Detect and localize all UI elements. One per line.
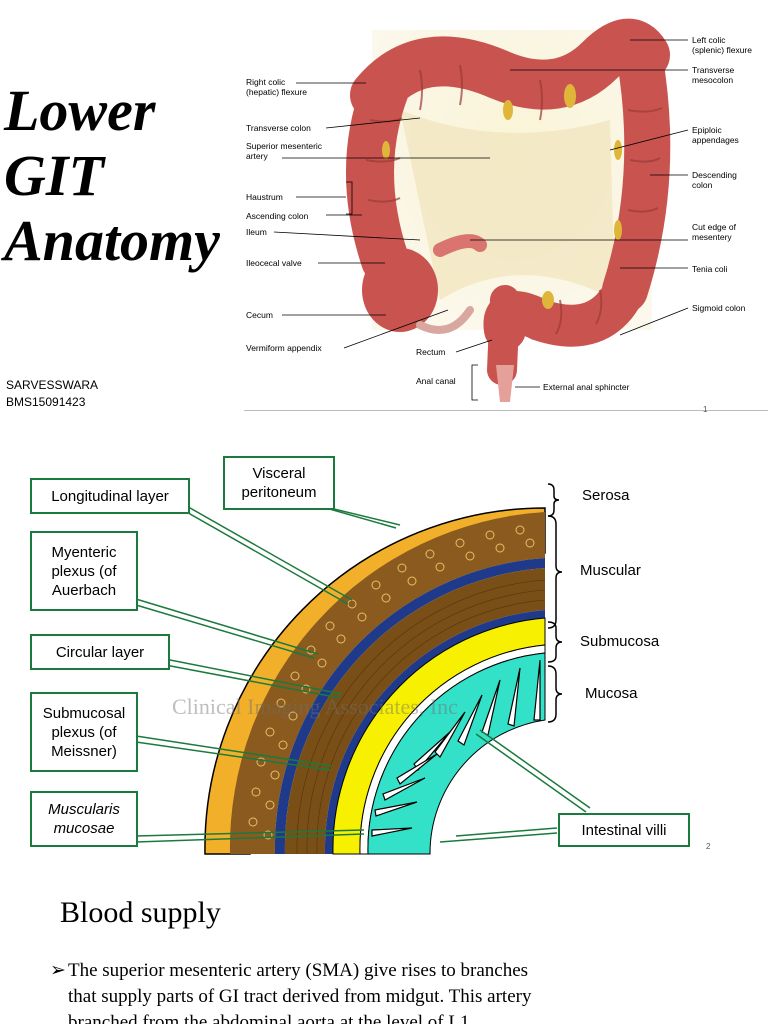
- author-name: SARVESSWARA: [6, 378, 99, 392]
- layer-label-submucosa: Submucosa: [580, 633, 660, 650]
- label-left-colic-flexure: Left colic (splenic) flexure: [692, 35, 752, 55]
- watermark-text: Clinical Imaging Associates, Inc: [172, 694, 458, 719]
- bullet-arrow-icon: ➢: [50, 960, 66, 981]
- slide-anatomy-overview: Lower GIT Anatomy SARVESSWARA BMS1509142…: [0, 0, 768, 420]
- bullet-text-line-1: The superior mesenteric artery (SMA) giv…: [68, 960, 529, 981]
- label-ileocecal-valve: Ileocecal valve: [246, 258, 302, 268]
- slide-divider: [244, 410, 768, 411]
- label-anal-canal: Anal canal: [416, 376, 456, 386]
- label-sigmoid-colon: Sigmoid colon: [692, 303, 746, 313]
- author-block: SARVESSWARA BMS15091423: [6, 377, 98, 411]
- title-line-3: Anatomy: [4, 208, 220, 273]
- bullet-item: ➢The superior mesenteric artery (SMA) gi…: [50, 958, 750, 1024]
- label-tenia-coli: Tenia coli: [692, 264, 728, 274]
- large-intestine-illustration: [273, 18, 689, 402]
- layer-label-muscular: Muscular: [580, 562, 641, 579]
- label-epiploic-appendages: Epiploic appendages: [692, 125, 739, 145]
- label-external-anal-sphincter: External anal sphincter: [543, 382, 630, 392]
- label-descending-colon: Descending colon: [692, 170, 737, 190]
- bullet-text-line-3: branched from the abdominal aorta at the…: [68, 1012, 470, 1024]
- section-heading: Blood supply: [60, 896, 221, 929]
- box-visceral-peritoneum: Visceral peritoneum: [223, 456, 335, 510]
- label-cecum: Cecum: [246, 310, 273, 320]
- box-longitudinal-layer: Longitudinal layer: [30, 478, 190, 514]
- label-right-colic-flexure: Right colic (hepatic) flexure: [246, 77, 307, 97]
- box-intestinal-villi: Intestinal villi: [558, 813, 690, 847]
- label-vermiform-appendix: Vermiform appendix: [246, 343, 322, 353]
- author-id: BMS15091423: [6, 395, 86, 409]
- title-line-1: Lower: [4, 78, 156, 143]
- page-number: 1: [703, 405, 708, 414]
- layer-label-mucosa: Mucosa: [585, 685, 638, 702]
- label-ascending-colon: Ascending colon: [246, 211, 309, 221]
- label-cut-edge-mesentery: Cut edge of mesentery: [692, 222, 736, 242]
- title-line-2: GIT: [4, 143, 104, 208]
- box-submucosal-plexus: Submucosal plexus (of Meissner): [30, 692, 138, 772]
- bullet-text-line-2: that supply parts of GI tract derived fr…: [68, 986, 532, 1007]
- box-muscularis-mucosae: Muscularis mucosae: [30, 791, 138, 847]
- label-transverse-mesocolon: Transverse mesocolon: [692, 65, 735, 85]
- box-circular-layer: Circular layer: [30, 634, 170, 670]
- layer-label-serosa: Serosa: [582, 487, 630, 504]
- slide-blood-supply: Blood supply ➢The superior mesenteric ar…: [0, 878, 768, 1024]
- gut-wall-layer-diagram: [125, 483, 591, 855]
- label-transverse-colon: Transverse colon: [246, 123, 311, 133]
- label-ileum: Ileum: [246, 227, 267, 237]
- slide-title: Lower GIT Anatomy: [4, 78, 220, 273]
- label-haustrum: Haustrum: [246, 192, 283, 202]
- label-superior-mesenteric-artery: Superior mesenteric artery: [246, 141, 323, 161]
- label-rectum: Rectum: [416, 347, 446, 357]
- box-myenteric-plexus: Myenteric plexus (of Auerbach: [30, 531, 138, 611]
- page-number: 2: [706, 842, 711, 851]
